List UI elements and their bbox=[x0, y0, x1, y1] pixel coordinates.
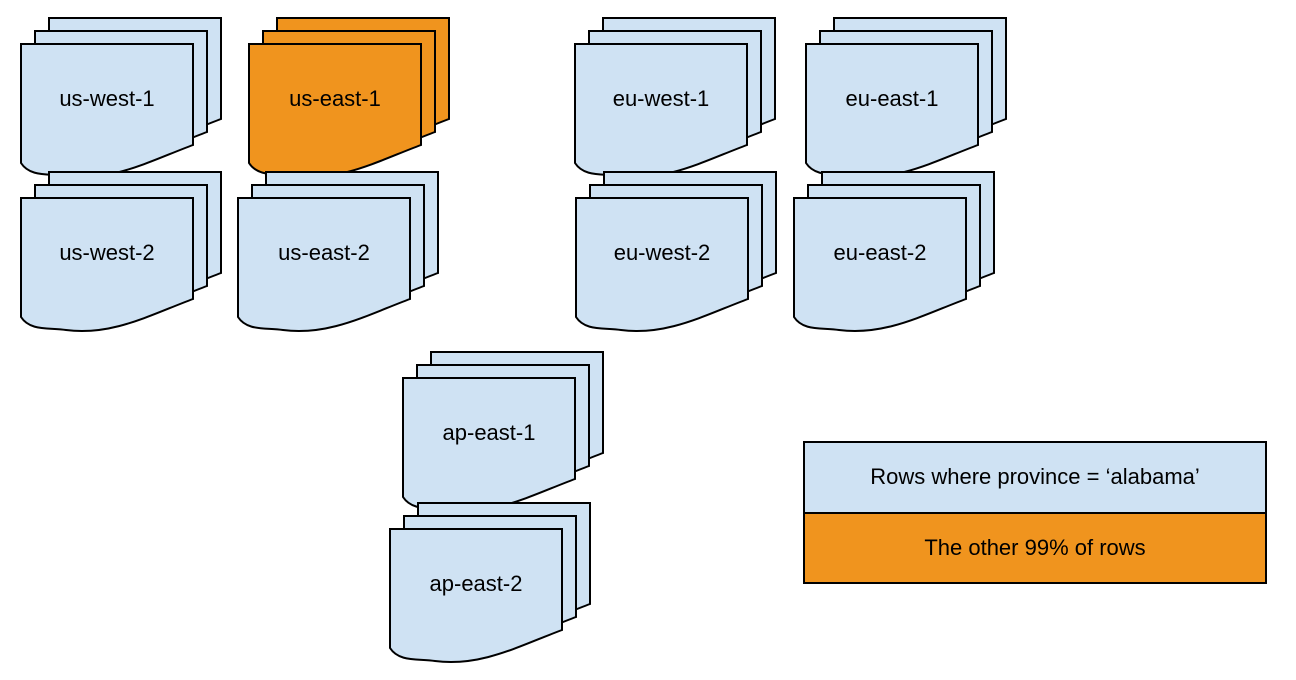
region-label: ap-east-1 bbox=[442, 420, 536, 445]
region-label: eu-east-2 bbox=[833, 240, 927, 265]
region-label: eu-west-1 bbox=[612, 86, 710, 111]
legend: Rows where province = ‘alabama’ The othe… bbox=[803, 441, 1267, 584]
region-label: eu-west-2 bbox=[613, 240, 711, 265]
region-stack-eu-west-1: eu-west-1 bbox=[574, 17, 776, 185]
region-stack-eu-east-1: eu-east-1 bbox=[805, 17, 1007, 185]
region-stack-ap-east-2: ap-east-2 bbox=[389, 502, 591, 670]
region-label: eu-east-1 bbox=[845, 86, 939, 111]
region-stack-us-east-1: us-east-1 bbox=[248, 17, 450, 185]
region-label: us-west-1 bbox=[59, 86, 155, 111]
region-stack-us-east-2: us-east-2 bbox=[237, 171, 439, 339]
region-label: us-west-2 bbox=[59, 240, 155, 265]
region-stack-eu-west-2: eu-west-2 bbox=[575, 171, 777, 339]
region-label: ap-east-2 bbox=[429, 571, 523, 596]
region-stack-ap-east-1: ap-east-1 bbox=[402, 351, 604, 519]
legend-item-label: Rows where province = ‘alabama’ bbox=[870, 464, 1200, 490]
region-stack-us-west-2: us-west-2 bbox=[20, 171, 222, 339]
legend-item-alabama-rows: Rows where province = ‘alabama’ bbox=[805, 443, 1265, 512]
region-label: us-east-1 bbox=[289, 86, 381, 111]
legend-item-label: The other 99% of rows bbox=[924, 534, 1146, 560]
region-stack-us-west-1: us-west-1 bbox=[20, 17, 222, 185]
region-label: us-east-2 bbox=[278, 240, 370, 265]
legend-item-other-rows: The other 99% of rows bbox=[805, 511, 1265, 582]
region-stack-eu-east-2: eu-east-2 bbox=[793, 171, 995, 339]
